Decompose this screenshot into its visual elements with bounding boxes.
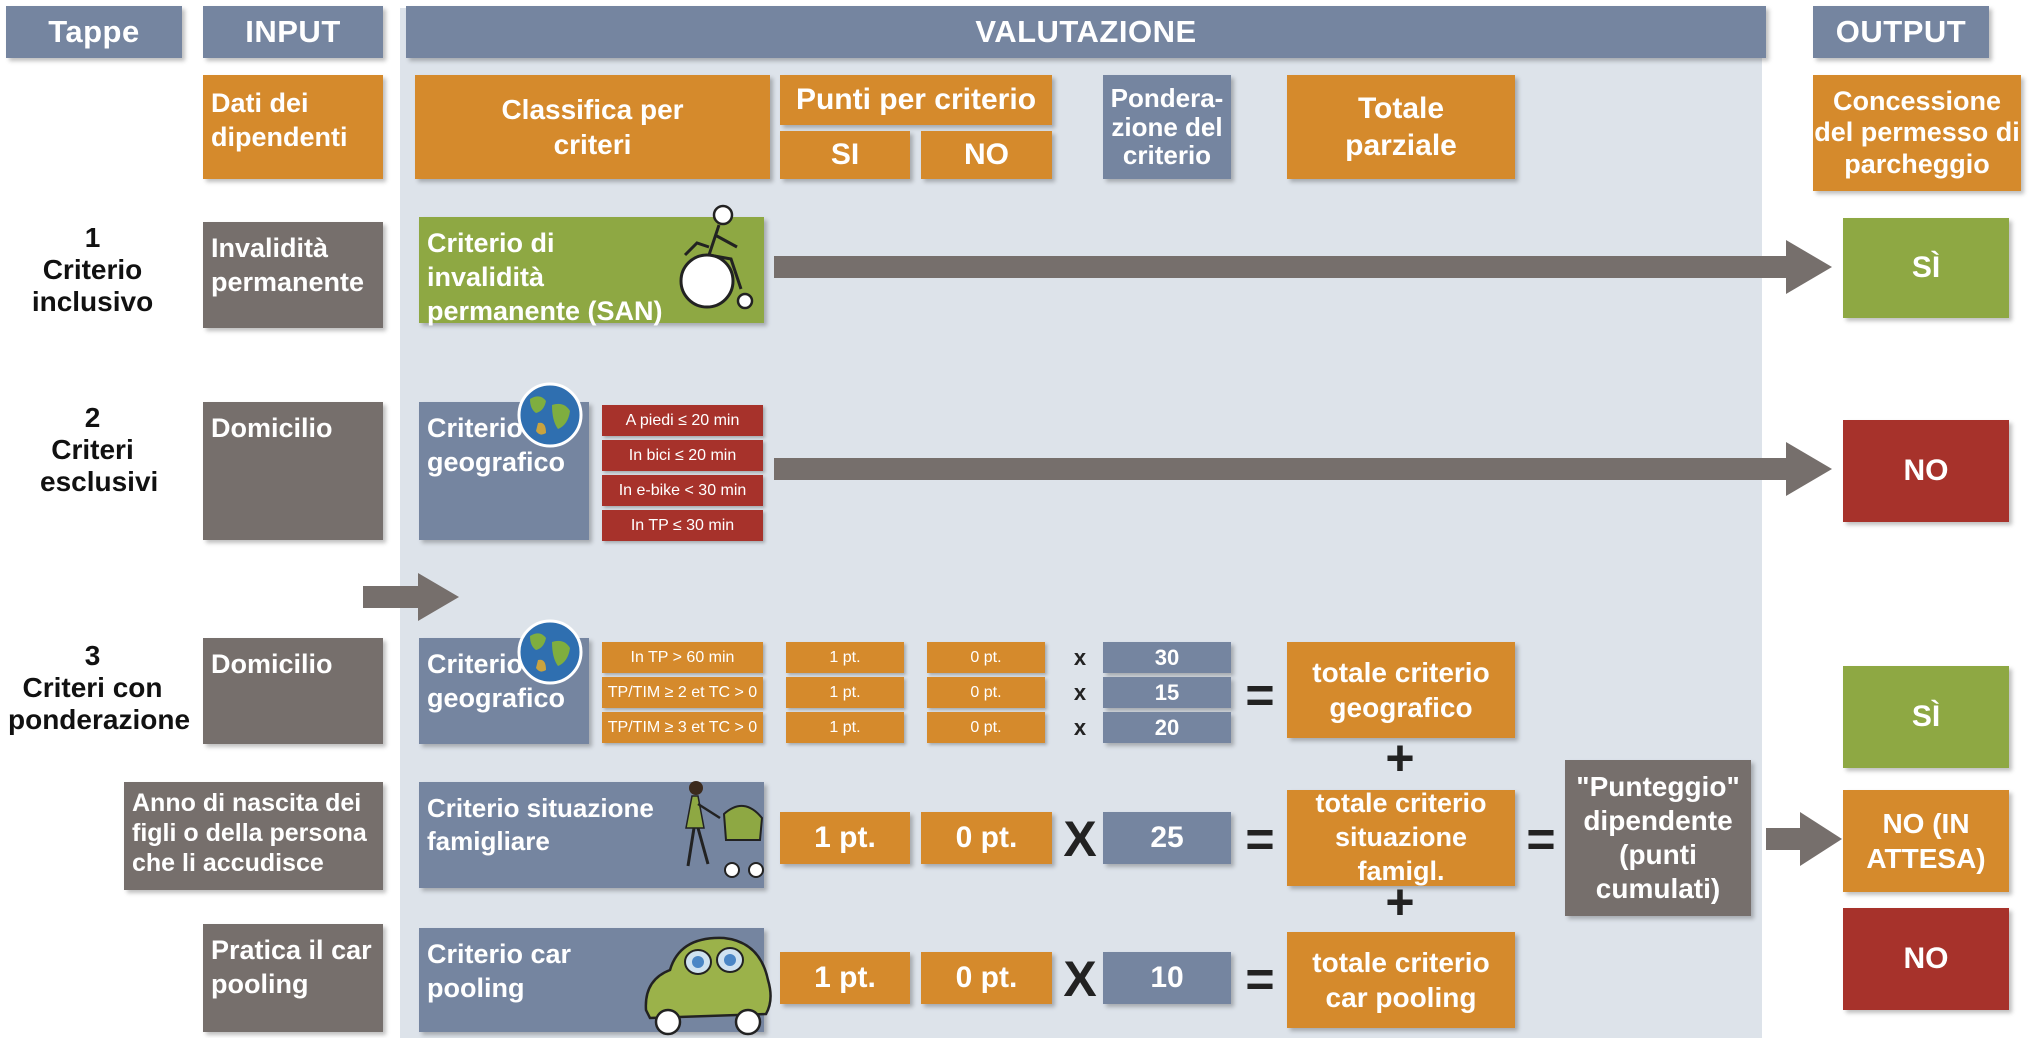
- totale-car-pooling: totale criterio car pooling: [1287, 932, 1515, 1028]
- geo-weight: 30: [1103, 642, 1231, 673]
- carpool-no-points: 0 pt.: [921, 952, 1052, 1004]
- step-1-label: Criterio inclusivo: [31, 254, 154, 318]
- subheader-ponderazione: Pondera-zione del criterio: [1103, 75, 1231, 179]
- subheader-dati-dipendenti: Dati dei dipendenti: [203, 75, 383, 179]
- geo-condition: In TP > 60 min: [602, 642, 763, 673]
- input-invalidita: Invalidità permanente: [203, 222, 383, 328]
- output-no-in-attesa: NO (IN ATTESA): [1843, 790, 2009, 892]
- output-no-1: NO: [1843, 420, 2009, 522]
- totale-geografico: totale criterio geografico: [1287, 642, 1515, 738]
- multiply-sign: x: [1073, 679, 1087, 705]
- multiply-sign: X: [1063, 951, 1097, 1007]
- multiply-sign: X: [1063, 811, 1097, 867]
- step-2-number: 2: [84, 402, 101, 433]
- equals-sign: =: [1245, 951, 1275, 1007]
- step-2-label: Criteri esclusivi: [40, 434, 159, 498]
- header-output: OUTPUT: [1813, 6, 1989, 58]
- famiglia-no-points: 0 pt.: [921, 812, 1052, 864]
- exclusive-condition: In bici ≤ 20 min: [602, 440, 763, 471]
- geo-si-points: 1 pt.: [786, 642, 904, 673]
- criterio-geografico-1-label: Criterio geografico: [427, 413, 566, 477]
- output-si-1: SÌ: [1843, 218, 2009, 318]
- equals-sign: =: [1245, 811, 1275, 867]
- step-3-number: 3: [84, 640, 101, 671]
- exclusive-condition: A piedi ≤ 20 min: [602, 405, 763, 436]
- geo-si-points: 1 pt.: [786, 677, 904, 708]
- criterio-car-pooling-label: Criterio car pooling: [427, 939, 572, 1003]
- multiply-sign: x: [1073, 644, 1087, 670]
- subheader-punti: Punti per criterio: [780, 75, 1052, 125]
- globe-icon: [517, 382, 583, 448]
- subheader-concessione: Concessione del permesso di parcheggio: [1813, 75, 2021, 191]
- arrow-esclusivi-to-output: [774, 442, 1832, 496]
- step-1: 1 Criterio inclusivo: [0, 222, 185, 319]
- equals-sign: =: [1245, 667, 1275, 723]
- famiglia-weight: 25: [1103, 812, 1231, 864]
- multiply-sign: x: [1073, 714, 1087, 740]
- header-input: INPUT: [203, 6, 383, 58]
- arrow-san-to-output: [774, 240, 1832, 294]
- plus-sign: +: [1385, 730, 1415, 786]
- subheader-totale: Totale parziale: [1287, 75, 1515, 179]
- header-valutazione: VALUTAZIONE: [406, 6, 1766, 58]
- input-domicilio-1: Domicilio: [203, 402, 383, 540]
- geo-no-points: 0 pt.: [927, 642, 1045, 673]
- famiglia-si-points: 1 pt.: [780, 812, 910, 864]
- wheelchair-icon: [679, 204, 754, 310]
- input-car-pooling: Pratica il car pooling: [203, 924, 383, 1032]
- car-icon: [644, 936, 772, 1036]
- criterio-famiglia-label: Criterio situazione famigliare: [427, 793, 654, 856]
- step-3: 3 Criteri con ponderazione: [0, 640, 191, 737]
- carpool-si-points: 1 pt.: [780, 952, 910, 1004]
- subheader-si: SI: [780, 131, 910, 179]
- exclusive-condition: In e-bike < 30 min: [602, 475, 763, 506]
- globe-icon: [517, 619, 583, 685]
- step-2: 2 Criteri esclusivi: [0, 402, 185, 499]
- geo-weight: 20: [1103, 712, 1231, 743]
- output-si-2: SÌ: [1843, 666, 2009, 768]
- step-1-number: 1: [84, 222, 101, 253]
- carpool-weight: 10: [1103, 952, 1231, 1004]
- header-tappe: Tappe: [6, 6, 182, 58]
- subheader-no: NO: [921, 131, 1052, 179]
- geo-no-points: 0 pt.: [927, 712, 1045, 743]
- step-3-label: Criteri con ponderazione: [8, 672, 191, 736]
- input-domicilio-2: Domicilio: [203, 638, 383, 744]
- geo-condition: TP/TIM ≥ 3 et TC > 0: [602, 712, 763, 743]
- geo-condition: TP/TIM ≥ 2 et TC > 0: [602, 677, 763, 708]
- arrow-to-ponderazione: [363, 573, 459, 621]
- criterio-san-label: Criterio di invalidità permanente (SAN): [427, 228, 663, 326]
- punteggio-dipendente: "Punteggio" dipendente (punti cumulati): [1565, 760, 1751, 916]
- stroller-icon: [685, 781, 764, 878]
- geo-si-points: 1 pt.: [786, 712, 904, 743]
- criterio-famiglia: Criterio situazione famigliare: [419, 782, 764, 888]
- arrow-punteggio-to-output: [1766, 812, 1842, 866]
- subheader-classifica: Classifica per criteri: [415, 75, 770, 179]
- geo-no-points: 0 pt.: [927, 677, 1045, 708]
- totale-famiglia: totale criterio situazione famigl.: [1287, 788, 1515, 886]
- plus-sign: +: [1385, 874, 1415, 930]
- input-anno-nascita: Anno di nascita dei figli o della person…: [124, 782, 383, 890]
- equals-sign: =: [1526, 811, 1556, 867]
- geo-weight: 15: [1103, 677, 1231, 708]
- criterio-geografico-2-label: Criterio geografico: [427, 649, 566, 713]
- output-no-2: NO: [1843, 908, 2009, 1010]
- exclusive-condition: In TP ≤ 30 min: [602, 510, 763, 541]
- criterio-geografico-1: Criterio geografico: [419, 402, 589, 540]
